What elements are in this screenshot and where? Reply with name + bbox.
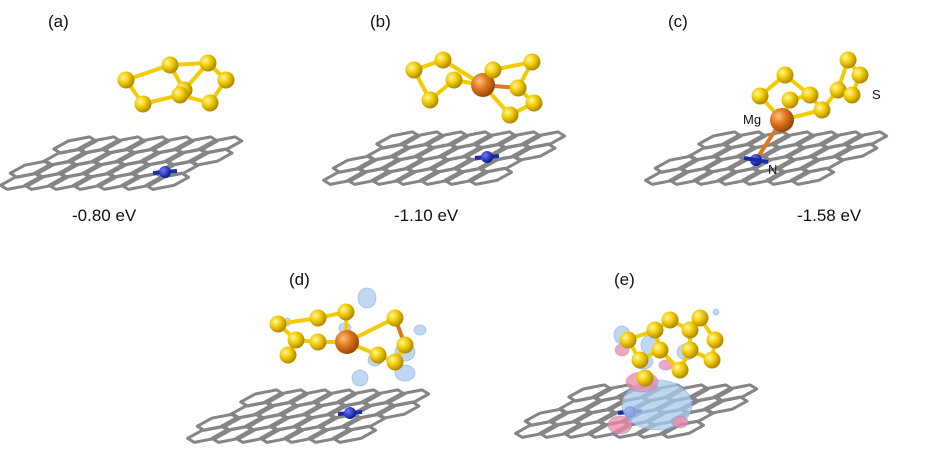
panel-a-label: (a) [48, 12, 69, 31]
panel-b-energy: -1.10 eV [394, 206, 459, 225]
sulfur-atom [646, 321, 664, 339]
sulfur-atom [269, 315, 287, 333]
sulfur-atom [801, 86, 819, 104]
sulfur-atom [671, 361, 689, 379]
sulfur-atom [706, 331, 724, 349]
n-atom-label: N [768, 162, 778, 177]
sulfur-atom [661, 311, 679, 329]
sulfur-atom [396, 336, 414, 354]
graphene-sheet-c [644, 130, 889, 186]
sulfur-atom [619, 331, 637, 349]
graphene-sheet-d [186, 388, 431, 444]
sulfur-atom [636, 369, 654, 387]
n-c-bond [743, 156, 769, 164]
carbon-hexagon [789, 166, 835, 186]
sulfur-atom [134, 95, 152, 113]
sulfur-atom [781, 91, 799, 109]
mgs6-molecule-d [269, 303, 414, 371]
sulfur-atom [337, 303, 355, 321]
sulfur-atom [839, 51, 857, 69]
sulfur-atom [525, 94, 543, 112]
sulfur-atom [776, 66, 794, 84]
magnesium-atom [471, 73, 495, 97]
sulfur-atom [751, 87, 769, 105]
charge-gain-isosurface [357, 287, 377, 309]
panel-c-energy: -1.58 eV [797, 206, 862, 225]
sulfur-atom [199, 54, 217, 72]
mgs6-molecule-b [405, 51, 543, 124]
sulfur-atom [523, 53, 541, 71]
sulfur-atom [309, 309, 327, 327]
sulfur-atom [484, 61, 502, 79]
sulfur-atom [117, 71, 135, 89]
charge-gain-isosurface [413, 324, 427, 336]
sulfur-atom [509, 79, 527, 97]
sulfur-atom [691, 309, 709, 327]
sulfur-atom [369, 346, 387, 364]
sulfur-atom [703, 351, 721, 369]
charge-gain-isosurface [351, 369, 369, 387]
sulfur-atom [386, 353, 404, 371]
panel-e-label: (e) [614, 270, 635, 289]
sulfur-atom [813, 101, 831, 119]
charge-loss-isosurface [671, 415, 689, 429]
sulfur-atom [309, 333, 327, 351]
sulfur-atom [843, 86, 861, 104]
n-dopant-a-atom [159, 166, 171, 178]
panel-a-energy: -0.80 eV [72, 206, 137, 225]
panel-d-label: (d) [289, 270, 310, 289]
mgs6-molecule-e [619, 309, 724, 387]
n-dopant-d-atom [344, 407, 356, 419]
sulfur-atom [851, 66, 869, 84]
sulfur-atom [421, 91, 439, 109]
s8-molecule-a [117, 54, 235, 113]
nitrogen-atom [344, 407, 356, 419]
magnesium-atom [770, 108, 794, 132]
graphene-sheet-b [322, 130, 567, 186]
sulfur-atom [681, 341, 699, 359]
charge-gain-isosurface [712, 308, 720, 316]
mgs6-molecule-c [750, 51, 869, 166]
sulfur-atom [287, 331, 305, 349]
nitrogen-atom [481, 151, 493, 163]
graphene-sheet-a [0, 135, 244, 191]
sulfur-atom [405, 61, 423, 79]
carbon-hexagon [144, 171, 190, 191]
sulfur-atom [161, 56, 179, 74]
carbon-hexagon [331, 424, 377, 444]
panel-c-label: (c) [668, 12, 688, 31]
sulfur-atom [651, 341, 669, 359]
mg-atom-label: Mg [743, 112, 762, 127]
magnesium-atom [335, 330, 359, 354]
sulfur-atom [171, 86, 189, 104]
sulfur-atom [681, 321, 699, 339]
sulfur-atom [501, 106, 519, 124]
sulfur-atom [445, 71, 463, 89]
sulfur-atom [279, 346, 297, 364]
sulfur-atom [829, 81, 847, 99]
panel-b-label: (b) [370, 12, 391, 31]
carbon-hexagon [467, 166, 513, 186]
charge-loss-isosurface [607, 415, 633, 435]
sulfur-atom [201, 94, 219, 112]
sulfur-atom [434, 51, 452, 69]
nitrogen-atom [159, 166, 171, 178]
sulfur-atom [631, 351, 649, 369]
n-dopant-b-atom [481, 151, 493, 163]
sulfur-atom [386, 309, 404, 327]
charge-gain-isosurface [394, 364, 416, 382]
sulfur-atom [217, 71, 235, 89]
s-atom-label: S [872, 87, 881, 102]
